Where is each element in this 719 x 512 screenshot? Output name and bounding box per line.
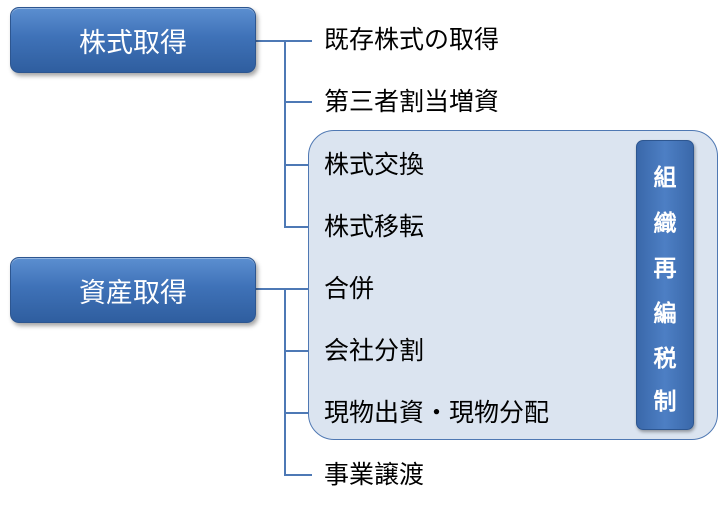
connector-root-kabu xyxy=(256,40,312,42)
root-box-share-acquisition: 株式取得 xyxy=(10,7,256,73)
badge-char: 編 xyxy=(653,301,677,327)
badge-char: 織 xyxy=(653,211,677,237)
badge-char: 再 xyxy=(653,256,677,282)
connector-item-7 xyxy=(284,474,312,476)
item-third-party-allotment: 第三者割当増資 xyxy=(324,87,500,116)
root-box-asset-acquisition: 資産取得 xyxy=(10,257,256,323)
connector-item-2 xyxy=(284,164,312,166)
connector-item-5 xyxy=(284,350,312,352)
item-merger: 合併 xyxy=(324,274,375,303)
connector-item-3 xyxy=(284,226,312,228)
connector-root-shisan xyxy=(256,288,312,290)
item-business-transfer: 事業譲渡 xyxy=(324,460,425,489)
root-label-asset-acquisition: 資産取得 xyxy=(79,277,187,309)
item-in-kind-contribution: 現物出資・現物分配 xyxy=(324,398,550,427)
connector-trunk-upper xyxy=(284,40,286,228)
connector-trunk-lower xyxy=(284,288,286,476)
connector-item-6 xyxy=(284,412,312,414)
reorganization-tax-badge: 組 織 再 編 税 制 xyxy=(636,140,694,430)
item-existing-share-acquisition: 既存株式の取得 xyxy=(324,25,500,54)
item-company-split: 会社分割 xyxy=(324,336,425,365)
item-share-transfer: 株式移転 xyxy=(324,212,425,241)
item-share-exchange: 株式交換 xyxy=(324,150,425,179)
connector-item-1 xyxy=(284,101,312,103)
badge-char: 制 xyxy=(653,389,677,415)
badge-char: 税 xyxy=(653,346,677,372)
root-label-share-acquisition: 株式取得 xyxy=(79,27,187,59)
badge-char: 組 xyxy=(653,165,677,191)
